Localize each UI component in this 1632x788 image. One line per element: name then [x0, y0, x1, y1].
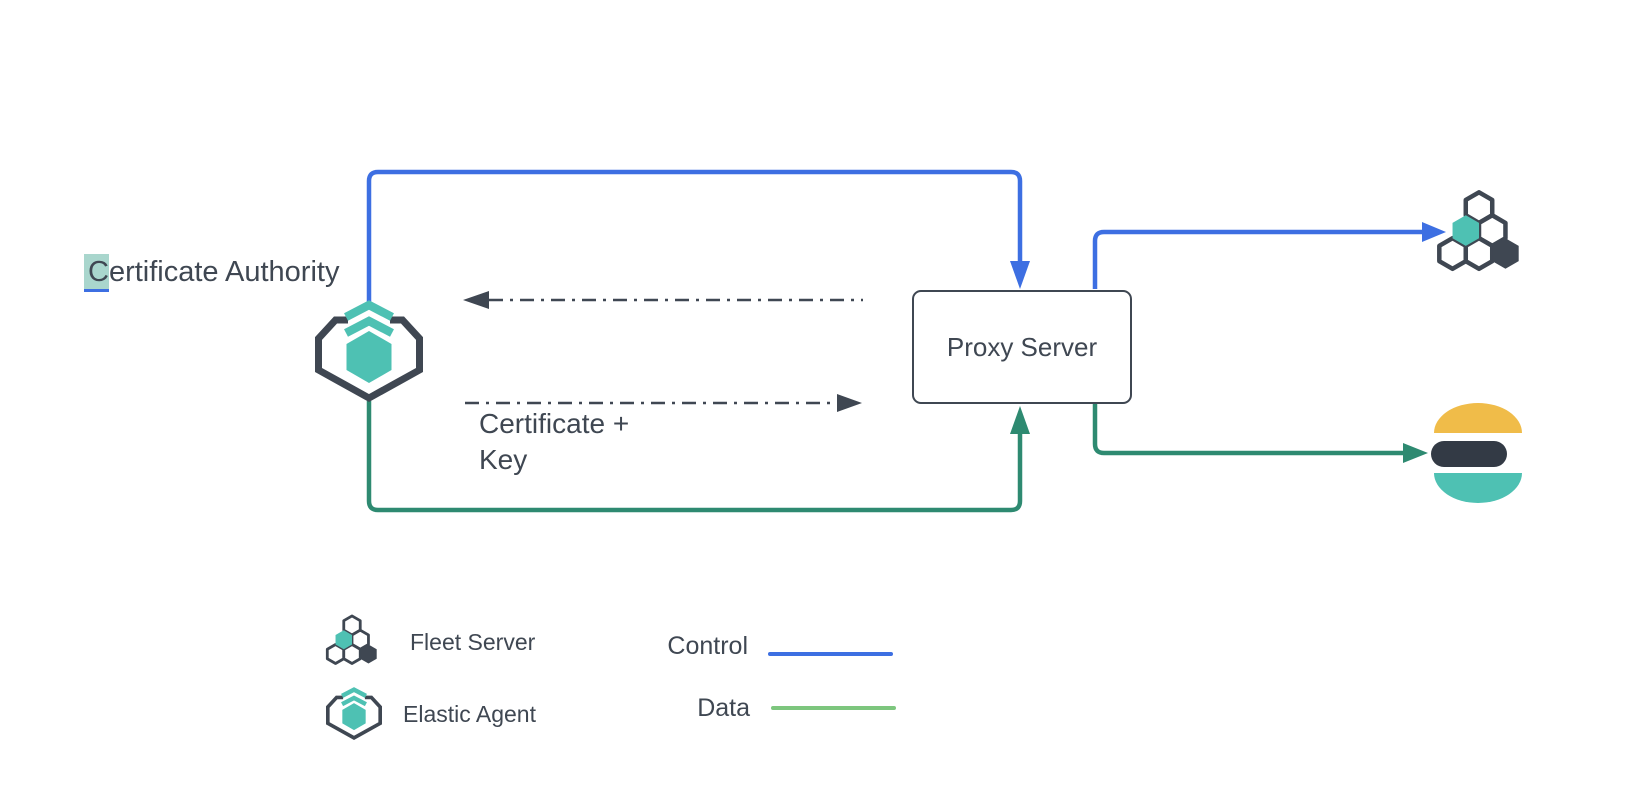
legend-elastic-agent-label: Elastic Agent	[403, 701, 536, 727]
certificate-key-line2: Key	[479, 444, 528, 475]
fleet-server-legend-icon[interactable]	[324, 612, 380, 668]
legend-control-label: Control	[667, 632, 748, 660]
dashed-arrow-left[interactable]	[463, 291, 863, 309]
legend-data-line	[771, 706, 896, 710]
proxy-server-node[interactable]: Proxy Server	[912, 290, 1132, 404]
elastic-agent-legend-icon[interactable]	[326, 687, 382, 740]
selected-character: C	[84, 254, 109, 292]
legend-data-label: Data	[697, 694, 750, 722]
legend-control-line	[768, 652, 893, 656]
certificate-authority-text: ertificate Authority	[108, 256, 340, 288]
certificate-authority-label[interactable]: Certificate Authority	[84, 254, 340, 292]
certificate-key-note[interactable]: Certificate + Key	[479, 406, 629, 478]
certificate-key-line1: Certificate +	[479, 408, 630, 439]
legend-fleet-server-label: Fleet Server	[410, 629, 536, 655]
control-line-proxy-to-fleet[interactable]	[1092, 222, 1446, 289]
fleet-server-icon[interactable]	[1434, 186, 1524, 276]
elastic-agent-icon[interactable]	[315, 300, 423, 402]
control-line-agent-to-proxy[interactable]	[366, 169, 1030, 303]
proxy-server-label: Proxy Server	[946, 331, 1098, 362]
data-line-proxy-to-elasticsearch[interactable]	[1092, 404, 1428, 463]
elasticsearch-icon[interactable]	[1430, 400, 1524, 506]
data-line-agent-to-proxy[interactable]	[366, 401, 1030, 513]
dashed-arrow-right[interactable]	[465, 394, 862, 412]
